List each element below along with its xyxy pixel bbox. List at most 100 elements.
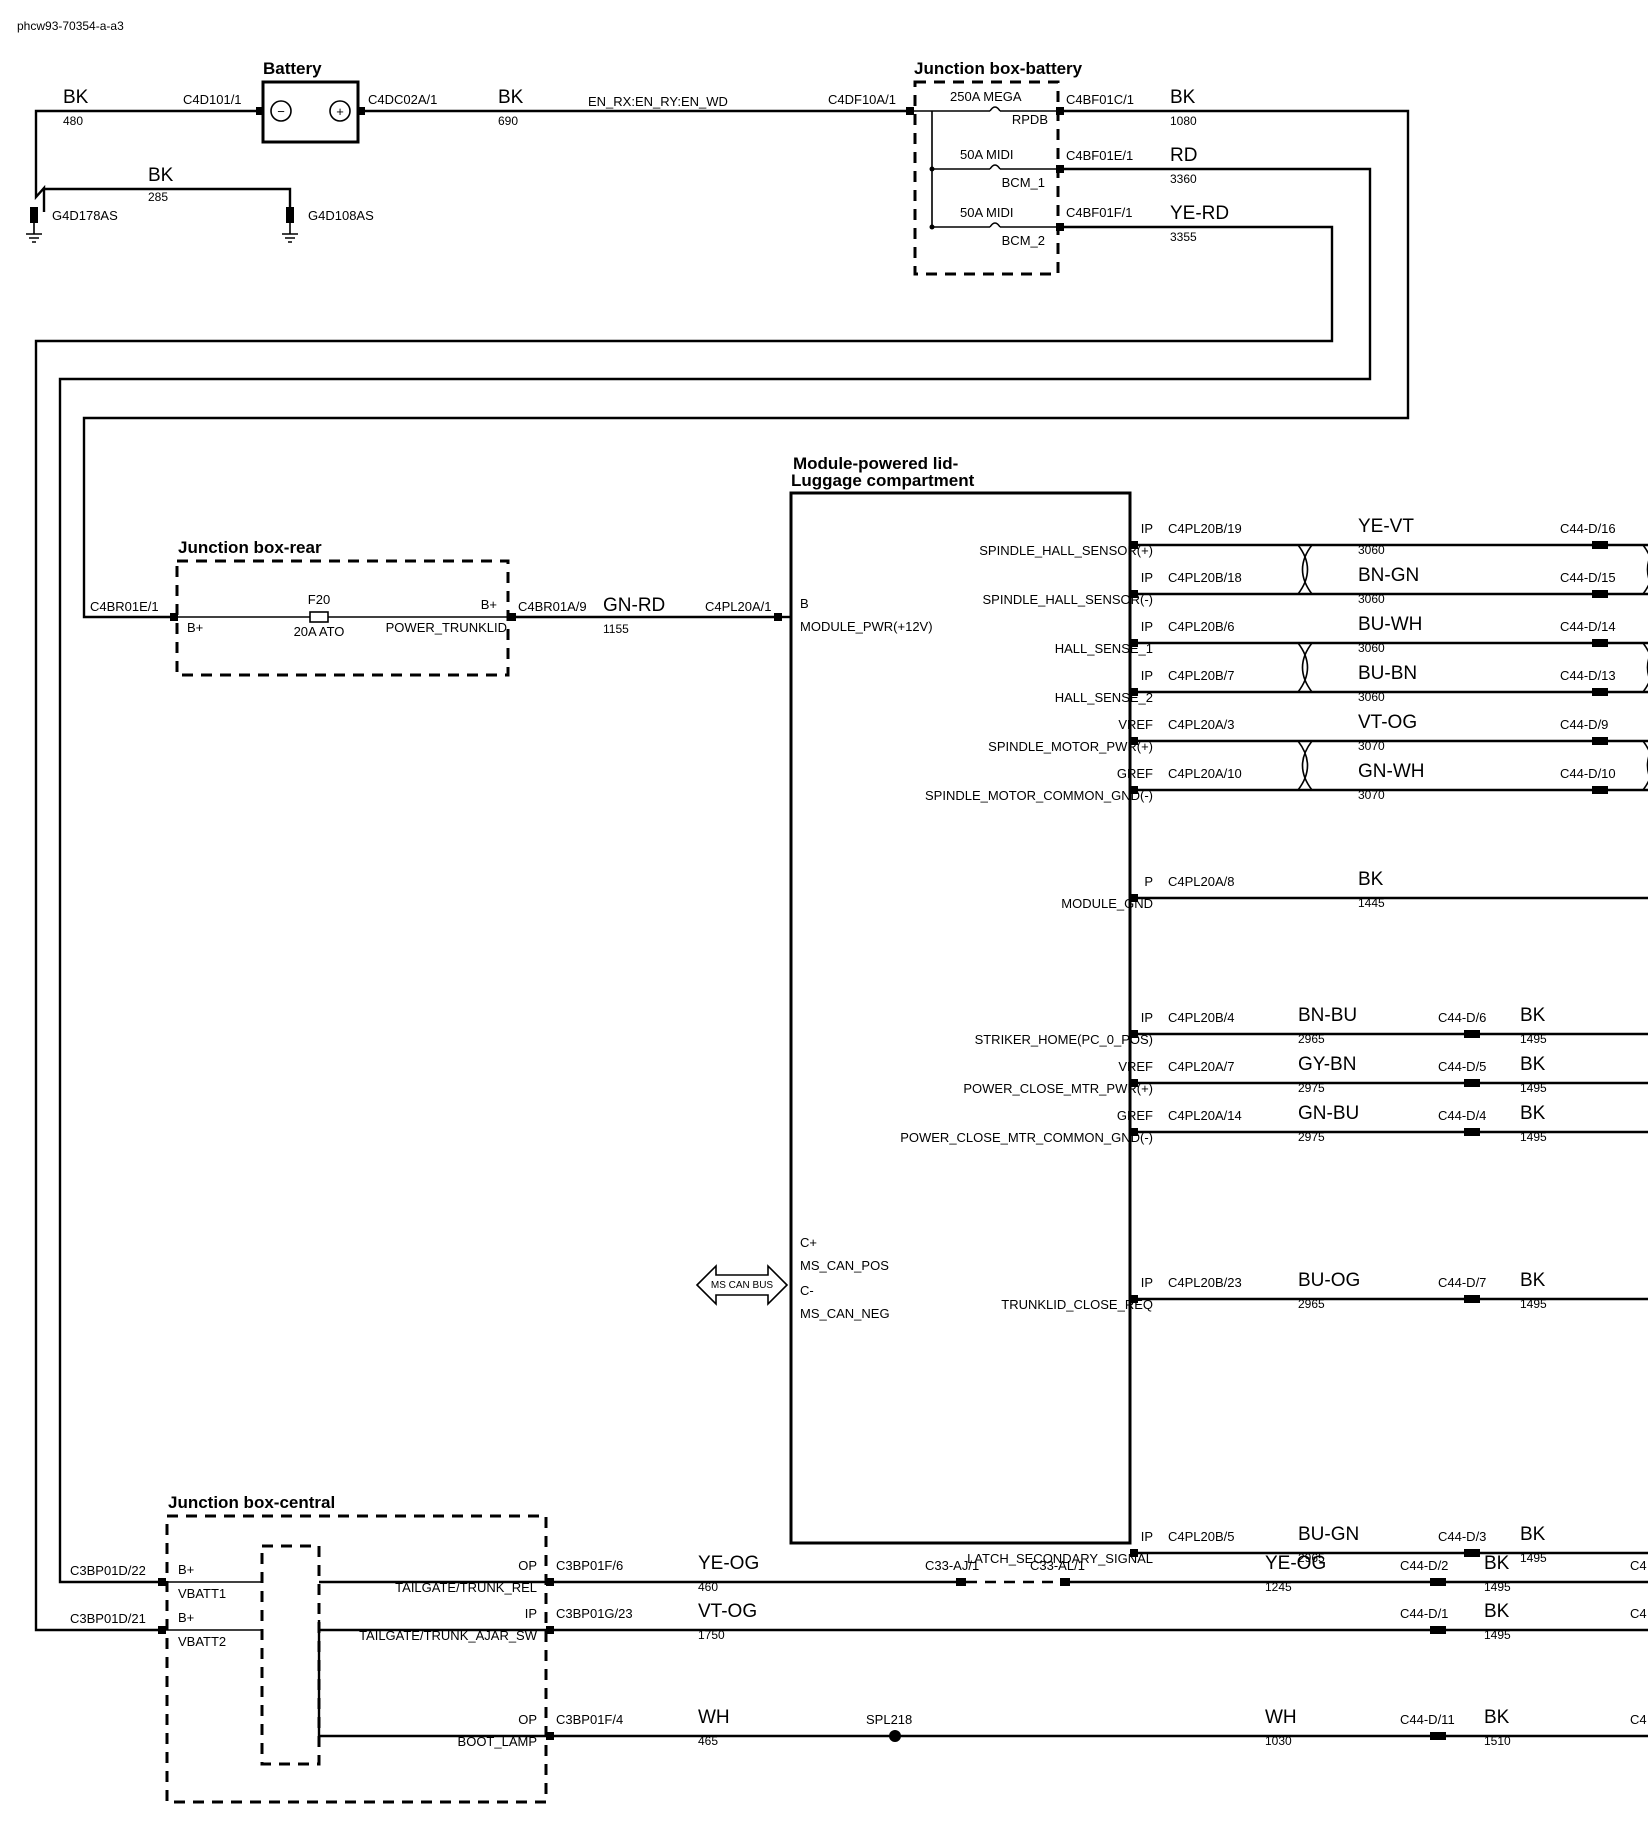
pin-dest-marker-0	[1592, 541, 1608, 549]
jbr-title: Junction box-rear	[178, 538, 322, 557]
pin-type-1: IP	[1141, 570, 1153, 585]
wire-690-color: BK	[498, 87, 524, 108]
jbr-out-pin-marker	[508, 613, 516, 621]
jbb-in-conn: C4DF10A/1	[828, 92, 896, 107]
can-neg-pin: C-	[800, 1283, 814, 1298]
jbr-in-pin-marker	[170, 613, 178, 621]
c33al-marker	[1060, 1578, 1070, 1586]
pin-dest-marker-10	[1464, 1295, 1480, 1303]
pin-name-8: POWER_CLOSE_MTR_PWR(+)	[963, 1081, 1153, 1096]
battery-left-pin	[256, 107, 264, 115]
battery-neg-terminal	[270, 100, 292, 122]
jbc-out-name-2: BOOT_LAMP	[458, 1734, 537, 1749]
pin-num2-8: 1495	[1520, 1081, 1547, 1095]
pin-num2-11: 1495	[1520, 1551, 1547, 1565]
jbb-junction-dot-2	[929, 224, 935, 230]
pin-conn-11: C4PL20B/5	[1168, 1529, 1235, 1544]
can-neg-name: MS_CAN_NEG	[800, 1306, 890, 1321]
pin-conn-0: C4PL20B/19	[1168, 521, 1242, 536]
pin-num-10: 2965	[1298, 1297, 1325, 1311]
jbc-out-color2-1: BK	[1484, 1601, 1510, 1622]
pin-name-10: TRUNKLID_CLOSE_REQ	[1001, 1297, 1153, 1312]
battery-section: Battery − + C4D101/1 C4DC02A/1	[183, 59, 437, 144]
pin-color-9: GN-BU	[1298, 1103, 1359, 1124]
pin-type-11: IP	[1141, 1529, 1153, 1544]
wire-1080-num: 1080	[1170, 114, 1197, 128]
jbc-out-numb-2: 1030	[1265, 1734, 1292, 1748]
pin-type-8: VREF	[1118, 1059, 1153, 1074]
jbc-out-color2-2: BK	[1484, 1707, 1510, 1728]
pin-color-7: BN-BU	[1298, 1005, 1357, 1026]
twisted-pair-icon-0-0	[1297, 544, 1313, 595]
jbb-out-pin-0	[1056, 107, 1064, 115]
pin-dest-marker-8	[1464, 1079, 1480, 1087]
twisted-pair-icon-0-1	[1642, 544, 1648, 595]
pin-marker-0	[1130, 541, 1138, 549]
can-pos-name: MS_CAN_POS	[800, 1258, 889, 1273]
pin-num-7: 2965	[1298, 1032, 1325, 1046]
twisted-pair-icon-1-1	[1642, 642, 1648, 693]
pin-color-10: BU-OG	[1298, 1270, 1360, 1291]
pin-color-3: BU-BN	[1358, 663, 1417, 684]
pin-name-1: SPINDLE_HALL_SENSOR(-)	[983, 592, 1154, 607]
pin-num-9: 2975	[1298, 1130, 1325, 1144]
jbc-in1-name: VBATT1	[178, 1586, 226, 1601]
pin-color-6: BK	[1358, 869, 1384, 890]
jbc-out-num-0: 460	[698, 1580, 718, 1594]
pin-marker-10	[1130, 1295, 1138, 1303]
jbc-out-marker-2	[546, 1732, 554, 1740]
jbc-out-dest-1: C44-D/1	[1400, 1606, 1448, 1621]
jbr-in-pin: B+	[187, 620, 203, 635]
battery-neg-symbol: −	[277, 104, 285, 119]
jbc-in2-marker	[158, 1626, 166, 1634]
jbc-out-colorb-0: YE-OG	[1265, 1553, 1326, 1574]
pin-color2-9: BK	[1520, 1103, 1546, 1124]
jbc-in2-conn: C3BP01D/21	[70, 1611, 146, 1626]
module-pwr-pin-marker	[774, 613, 782, 621]
pin-color2-8: BK	[1520, 1054, 1546, 1075]
pin-color-5: GN-WH	[1358, 761, 1424, 782]
pin-marker-5	[1130, 786, 1138, 794]
pin-marker-4	[1130, 737, 1138, 745]
pin-conn-7: C4PL20B/4	[1168, 1010, 1235, 1025]
pin-marker-3	[1130, 688, 1138, 696]
pin-dest-4: C44-D/9	[1560, 717, 1608, 732]
pin-type-5: GREF	[1117, 766, 1153, 781]
wire-480	[34, 109, 256, 212]
pin-dest-11: C44-D/3	[1438, 1529, 1486, 1544]
pin-color-8: GY-BN	[1298, 1054, 1356, 1075]
pin-num-2: 3060	[1358, 641, 1385, 655]
battery-right-conn: C4DC02A/1	[368, 92, 437, 107]
wire-480-color: BK	[63, 87, 89, 108]
pin-dest-5: C44-D/10	[1560, 766, 1616, 781]
pin-name-4: SPINDLE_MOTOR_PWR(+)	[988, 739, 1153, 754]
can-bus-tag: MS CAN BUS	[711, 1280, 774, 1291]
pin-name-7: STRIKER_HOME(PC_0_POS)	[975, 1032, 1153, 1047]
jbc-out-name-1: TAILGATE/TRUNK_AJAR_SW	[359, 1628, 538, 1643]
twisted-pair-icon-2-1	[1642, 740, 1648, 791]
jbc-out-mid1-0: C33-AJ/1	[925, 1558, 979, 1573]
pin-type-10: IP	[1141, 1275, 1153, 1290]
pin-dest-9: C44-D/4	[1438, 1108, 1486, 1123]
battery-pos-terminal	[329, 100, 351, 122]
jbb-out-pin-1	[1056, 165, 1064, 173]
can-bus-arrow-icon	[695, 1264, 789, 1306]
jbb-fuse-icons	[989, 106, 1001, 228]
wire-285-color: BK	[148, 165, 174, 186]
wire-3355	[34, 225, 1334, 1632]
pin-marker-1	[1130, 590, 1138, 598]
pin-dest-marker-5	[1592, 786, 1608, 794]
jbc-out-wire-2	[317, 1620, 1648, 1738]
pin-marker-7	[1130, 1030, 1138, 1038]
wire-3355-num: 3355	[1170, 230, 1197, 244]
pin-dest-marker-1	[1592, 590, 1608, 598]
jbc-title: Junction box-central	[168, 1493, 335, 1512]
jbr-fuse: F20	[308, 592, 330, 607]
jbc-out-conn-0: C3BP01F/6	[556, 1558, 623, 1573]
jbc-out-dest-marker-1	[1430, 1626, 1446, 1634]
jbb-out-pin-2	[1056, 223, 1064, 231]
pin-dest-7: C44-D/6	[1438, 1010, 1486, 1025]
jbr-out-conn: C4BR01A/9	[518, 599, 587, 614]
splice-spl218	[889, 1730, 901, 1742]
pin-marker-8	[1130, 1079, 1138, 1087]
